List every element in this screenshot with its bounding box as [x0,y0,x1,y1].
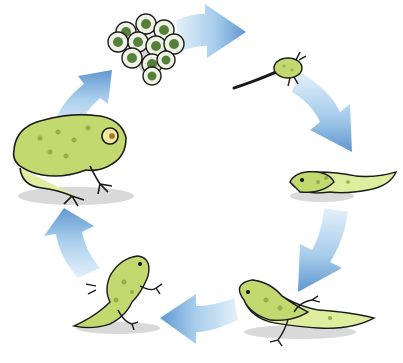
tadpole-with-legs-icon [240,280,375,346]
arrow-legs-to-froglet [160,294,238,344]
arrow-tadpole-to-legs [298,208,348,292]
hatchling-tadpole-icon [234,52,306,88]
frog-eggs-icon [108,14,184,85]
adult-frog-icon [14,115,134,206]
arrow-eggs-to-hatchling [176,4,246,58]
tadpole-icon [290,172,396,202]
arrow-froglet-to-adult [44,208,100,278]
arrow-hatchling-to-tadpole [292,72,352,152]
